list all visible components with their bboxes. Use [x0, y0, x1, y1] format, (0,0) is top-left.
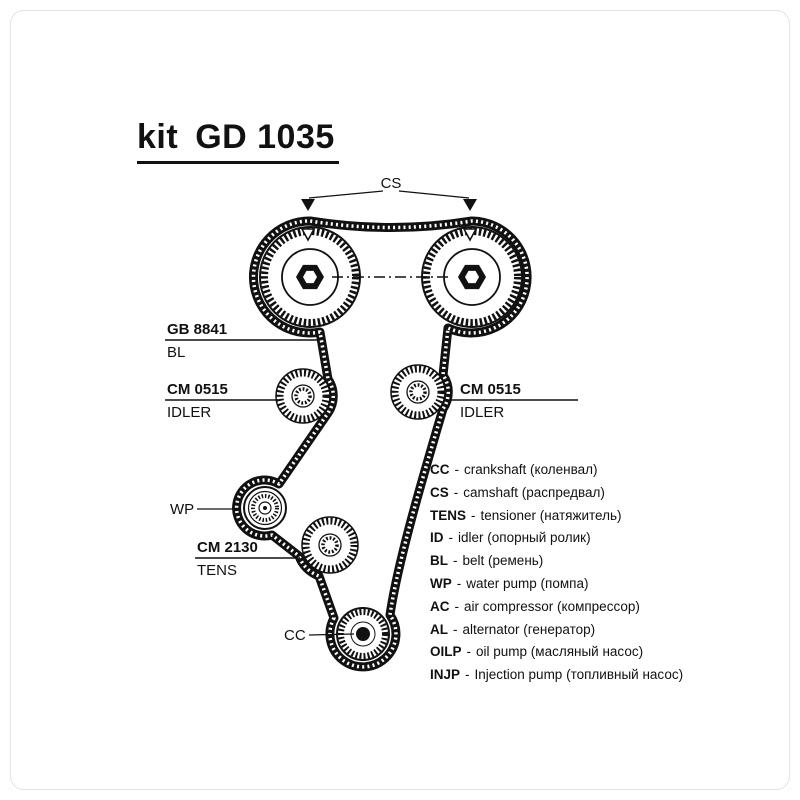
tensioner-abbr-label: TENS — [197, 562, 237, 579]
cc-leader — [308, 633, 355, 636]
idler-spline-bore — [409, 383, 427, 401]
legend-separator: - — [466, 644, 472, 660]
legend-abbr: TENS — [430, 507, 467, 523]
legend-text: camshaft (распредвал) — [463, 484, 605, 500]
camshaft-sprocket-right — [421, 226, 523, 328]
legend-separator: - — [454, 462, 460, 477]
legend-item: AL-alternator (генератор) — [430, 619, 760, 642]
title-kit: kit — [137, 118, 179, 156]
idler-right-abbr-label: IDLER — [460, 404, 504, 421]
legend-item: BL-belt (ремень) — [430, 550, 760, 573]
legend-separator: - — [465, 667, 470, 683]
wp-label: WP — [170, 501, 194, 518]
cs-label: CS — [381, 175, 402, 192]
legend-item: WP-water pump (помпа) — [430, 573, 760, 596]
legend-abbr: BL — [430, 553, 448, 569]
legend-text: belt (ремень) — [462, 553, 544, 569]
idler-left-abbr-label: IDLER — [167, 404, 211, 421]
legend-text: tensioner (натяжитель) — [480, 507, 622, 523]
legend-item: TENS-tensioner (натяжитель) — [430, 505, 760, 528]
idler-hub — [406, 380, 430, 404]
legend-abbr: INJP — [430, 667, 461, 683]
tensioner-code-label: CM 2130 — [197, 539, 258, 556]
belt-code-label: GB 8841 — [167, 321, 227, 338]
tensioner-spline-bore — [321, 536, 339, 554]
legend-text: crankshaft (коленвал) — [464, 462, 598, 477]
legend-abbr: AC — [430, 598, 450, 614]
legend-separator: - — [454, 598, 460, 614]
tensioner-hub — [318, 533, 342, 557]
wp-ring — [247, 490, 283, 526]
belt-abbr-label: BL — [167, 344, 185, 361]
legend-text: water pump (помпа) — [466, 575, 589, 591]
idler-pulley-right — [390, 364, 446, 420]
idler-hub — [291, 384, 315, 408]
page-border — [10, 10, 790, 790]
legend-text: Injection pump (топливный насос) — [474, 667, 684, 683]
legend-abbr: OILP — [430, 644, 462, 660]
legend-separator: - — [471, 507, 476, 523]
wp-center-dot — [263, 506, 267, 510]
hex-bore — [465, 270, 479, 284]
camshaft-sprocket-left — [259, 226, 361, 328]
water-pump-pulley — [243, 486, 287, 530]
timing-mark-left — [301, 199, 315, 211]
legend-separator: - — [453, 621, 458, 637]
legend-text: air compressor (компрессор) — [464, 598, 640, 614]
timing-pointer-left — [300, 228, 316, 242]
title-code: GD 1035 — [195, 118, 335, 156]
idler-teeth-ring — [391, 365, 445, 419]
legend-abbr: ID — [430, 530, 444, 546]
legend-item: CC-crankshaft (коленвал) — [430, 459, 760, 482]
idler-spline-bore — [294, 387, 312, 405]
legend-separator: - — [453, 484, 459, 500]
tensioner-teeth-ring — [302, 517, 358, 573]
crank-center-dot — [356, 627, 370, 641]
legend-item: OILP-oil pump (масляный насос) — [430, 641, 760, 664]
legend-text: oil pump (масляный насос) — [476, 644, 644, 660]
legend-abbr: WP — [430, 575, 452, 591]
cs-leader-left — [308, 190, 384, 199]
legend: CC-crankshaft (коленвал) CS-camshaft (ра… — [430, 459, 760, 687]
legend-abbr: AL — [430, 621, 448, 637]
hex-bore — [303, 270, 317, 284]
legend-item: INJP-Injection pump (топливный насос) — [430, 664, 760, 687]
wp-bearing-ring — [251, 494, 279, 522]
legend-separator: - — [448, 530, 454, 546]
legend-separator: - — [453, 553, 458, 569]
cs-leader-right — [398, 190, 470, 199]
timing-belt — [232, 216, 532, 672]
cc-label: CC — [284, 627, 306, 644]
timing-mark-right — [463, 199, 477, 211]
legend-abbr: CS — [430, 484, 449, 500]
page-title: kit GD 1035 — [137, 118, 339, 164]
tensioner-pulley — [301, 516, 359, 574]
idler-teeth-ring — [276, 369, 330, 423]
legend-abbr: CC — [430, 462, 450, 477]
legend-text: idler (опорный ролик) — [458, 530, 591, 546]
legend-text: alternator (генератор) — [462, 621, 596, 637]
legend-item: ID-idler (опорный ролик) — [430, 527, 760, 550]
timing-pointer-right — [462, 228, 478, 242]
idler-left-code-label: CM 0515 — [167, 381, 228, 398]
idler-right-code-label: CM 0515 — [460, 381, 521, 398]
legend-item: CS-camshaft (распредвал) — [430, 482, 760, 505]
legend-separator: - — [456, 575, 462, 591]
legend-item: AC-air compressor (компрессор) — [430, 596, 760, 619]
idler-pulley-left — [275, 368, 331, 424]
